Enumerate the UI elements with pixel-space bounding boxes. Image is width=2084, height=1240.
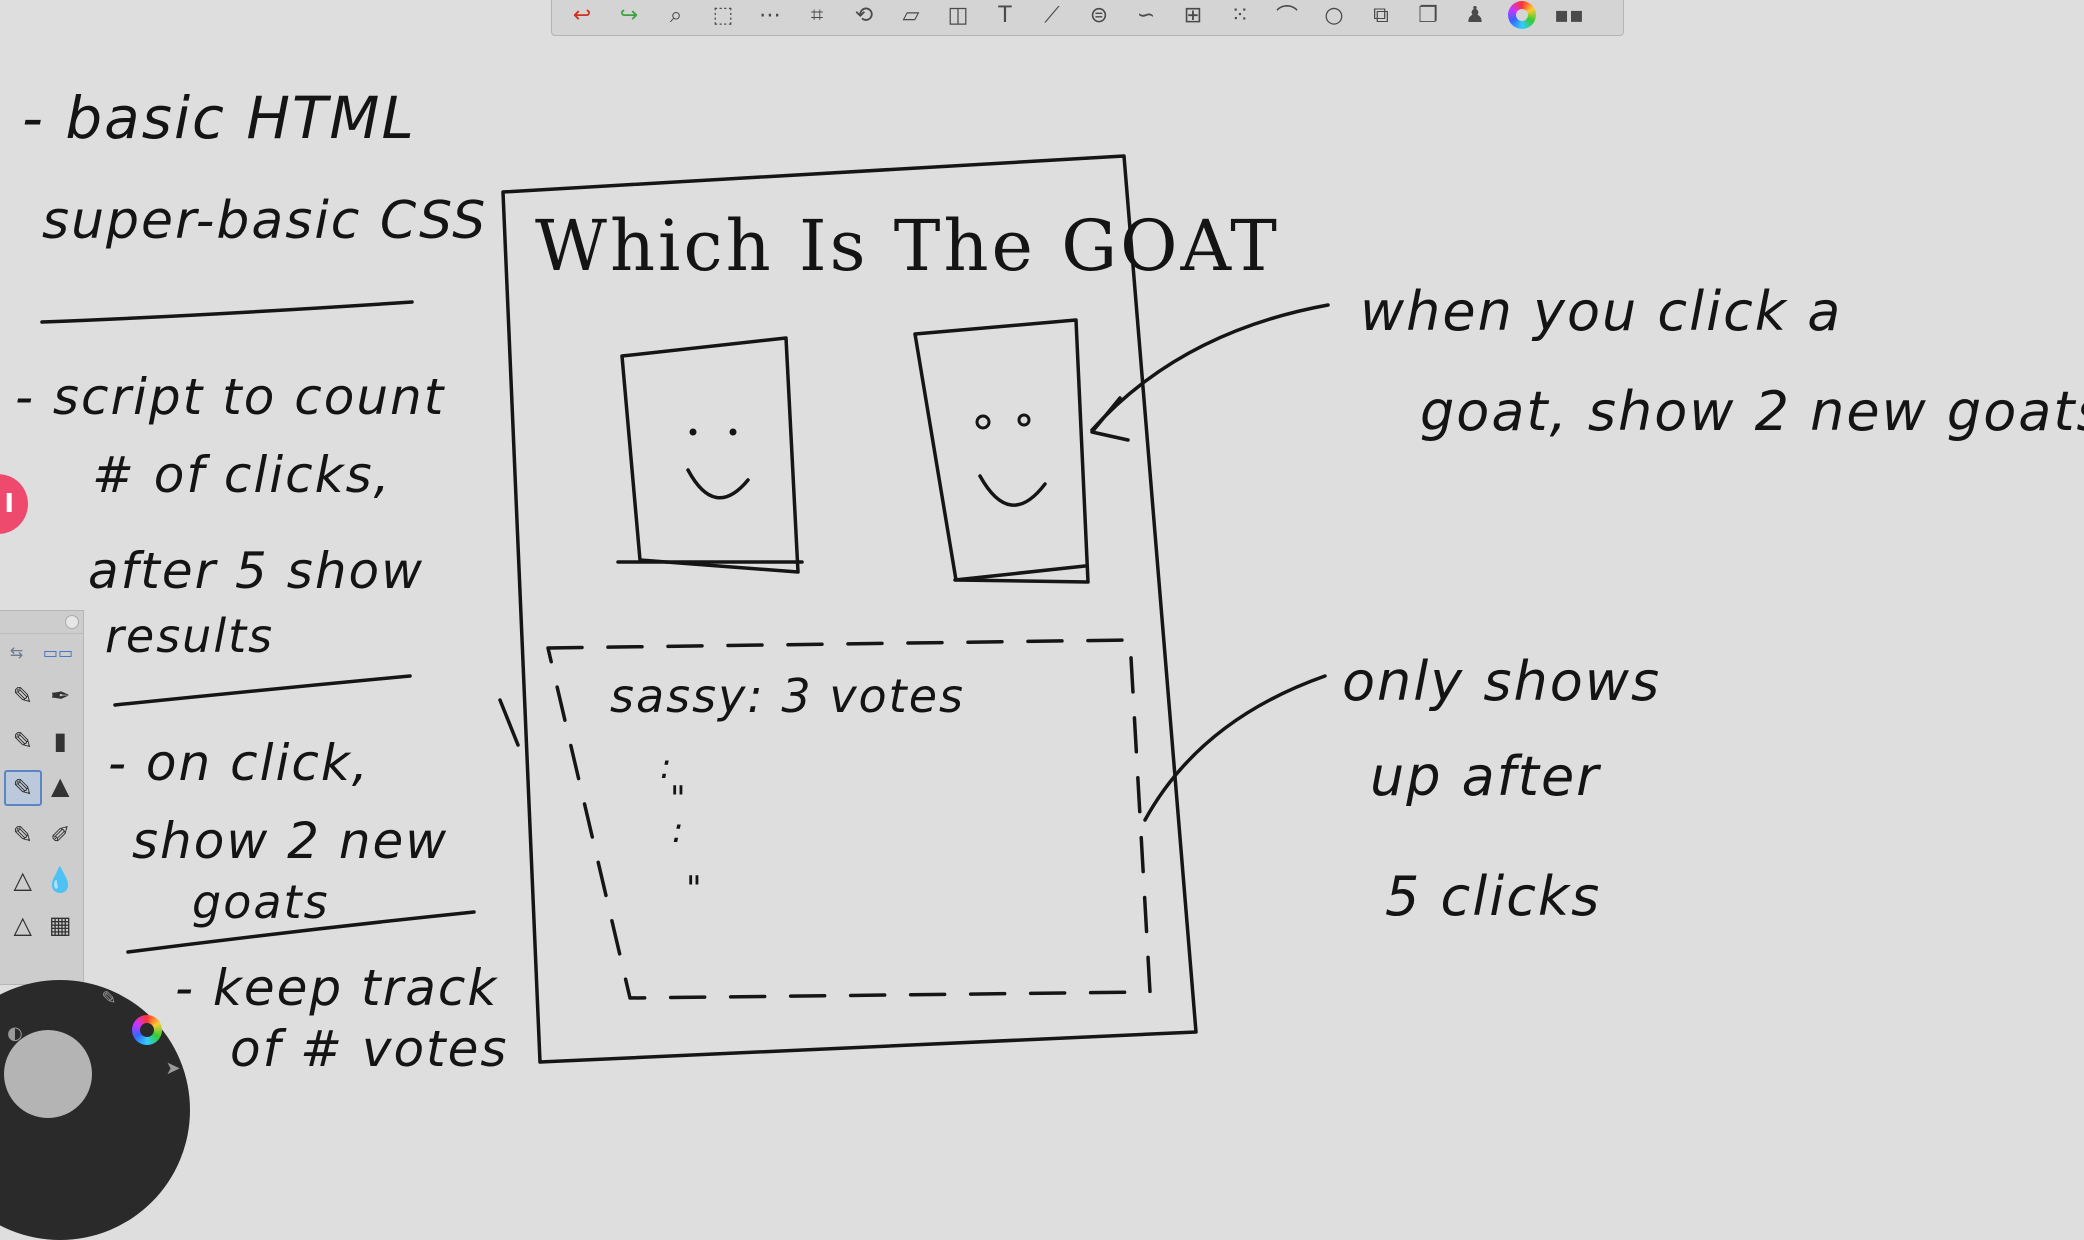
note-line: of # votes bbox=[230, 1020, 508, 1078]
brush-preset-icon[interactable]: ▮ bbox=[53, 727, 67, 755]
french-curve-icon[interactable]: ∽ bbox=[1136, 2, 1156, 28]
note-line: after 5 show bbox=[88, 542, 424, 600]
lasso-icon[interactable]: ⋯ bbox=[759, 2, 781, 28]
shape-icon[interactable]: ○ bbox=[1324, 2, 1344, 28]
result-line: sassy: 3 votes bbox=[610, 669, 965, 723]
drawing-canvas[interactable]: - basic HTML super-basic CSS - script to… bbox=[0, 0, 2084, 1100]
result-line: : bbox=[672, 811, 685, 851]
settings-tab[interactable]: ⇆ bbox=[9, 642, 24, 662]
color-wheel-icon[interactable] bbox=[132, 1015, 162, 1045]
annotation-line-connector bbox=[1143, 674, 1327, 822]
note-divider bbox=[113, 674, 412, 707]
layers-icon[interactable]: ❐ bbox=[1418, 2, 1438, 28]
selection-icon[interactable]: ⬚ bbox=[712, 2, 734, 28]
close-icon[interactable] bbox=[65, 615, 79, 629]
copy-icon[interactable]: ⧉ bbox=[1373, 2, 1389, 28]
brush-grid: ✎ ✒ ✎ ▮ ✎ ▲ ✎ ✐ △ 💧 △ ▦ bbox=[0, 670, 83, 951]
annotation-line: only shows bbox=[1342, 650, 1661, 713]
ellipse-guide-icon[interactable]: ⊜ bbox=[1089, 2, 1109, 28]
result-line: " bbox=[670, 779, 688, 819]
redo-icon[interactable]: ↪ bbox=[619, 2, 639, 28]
note-line: results bbox=[105, 609, 274, 663]
annotation-line: when you click a bbox=[1360, 280, 1842, 343]
pencil-icon[interactable]: ✎ bbox=[101, 987, 117, 1009]
mockup-frame bbox=[501, 154, 1198, 1064]
note-line: - basic HTML bbox=[22, 84, 416, 152]
brush-library-icon[interactable]: ♟ bbox=[1465, 2, 1485, 28]
zoom-icon[interactable]: ⌕ bbox=[669, 2, 683, 28]
cursor-icon[interactable]: ➤ bbox=[165, 1057, 181, 1079]
note-line: - on click, bbox=[108, 734, 370, 792]
note-line: - script to count bbox=[15, 368, 446, 426]
brush-preset-icon[interactable]: ✎ bbox=[12, 821, 33, 849]
symmetry-icon[interactable]: ⁙ bbox=[1230, 2, 1250, 28]
arrow-head-icon bbox=[1090, 396, 1130, 442]
brush-preset-icon[interactable]: △ bbox=[13, 866, 32, 894]
goat-eye bbox=[729, 428, 737, 436]
fill-icon[interactable]: ◫ bbox=[947, 2, 969, 28]
palette-header bbox=[0, 611, 83, 634]
brush-palette: ⇆ ▭▭ ✎ ✒ ✎ ▮ ✎ ▲ ✎ ✐ △ 💧 △ ▦ bbox=[0, 610, 84, 985]
perspective-grid-icon[interactable]: ⊞ bbox=[1183, 2, 1203, 28]
card-base-line bbox=[953, 564, 1087, 582]
brush-size-icon[interactable]: ◐ bbox=[7, 1022, 23, 1044]
note-line: super-basic CSS bbox=[42, 191, 487, 251]
perspective-icon[interactable]: ▱ bbox=[902, 2, 920, 28]
note-line: goats bbox=[192, 875, 330, 929]
results-panel bbox=[546, 638, 1152, 1000]
goat-smile bbox=[978, 474, 1047, 507]
brushes-tab[interactable]: ▭▭ bbox=[42, 642, 74, 662]
brush-preset-icon[interactable]: ✎ bbox=[12, 682, 33, 710]
brush-preset-icon[interactable]: ✐ bbox=[50, 821, 71, 849]
goat-eye bbox=[1017, 413, 1031, 427]
goat-smile bbox=[686, 468, 750, 500]
crop-icon[interactable]: ⌗ bbox=[810, 2, 824, 28]
brush-preset-icon[interactable]: ▦ bbox=[48, 911, 72, 939]
brush-preset-icon[interactable]: ▲ bbox=[51, 772, 70, 800]
goat-card-left bbox=[620, 336, 800, 574]
annotation-line: 5 clicks bbox=[1385, 865, 1601, 928]
stroke-icon[interactable]: ⌒ bbox=[1275, 5, 1298, 30]
brush-preset-icon[interactable]: ✒ bbox=[50, 682, 71, 710]
note-divider bbox=[40, 300, 414, 324]
grid-view-icon[interactable]: ▪▪ bbox=[1554, 2, 1584, 28]
annotation-arrow bbox=[1090, 303, 1330, 432]
brush-preset-icon[interactable]: ✎ bbox=[4, 770, 42, 806]
note-line: show 2 new bbox=[132, 812, 448, 870]
note-line: # of clicks, bbox=[92, 446, 392, 504]
palette-tabs: ⇆ ▭▭ bbox=[0, 634, 83, 670]
mockup-edge-mark bbox=[498, 698, 520, 747]
result-line: " bbox=[686, 869, 704, 909]
mockup-title: Which Is The GOAT bbox=[535, 205, 1280, 287]
annotation-line: goat, show 2 new goats bbox=[1420, 380, 2084, 443]
undo-icon[interactable]: ↩ bbox=[572, 2, 592, 28]
top-toolbar: ↩ ↪ ⌕ ⬚ ⋯ ⌗ ⟲ ▱ ◫ T ⟋ ⊜ ∽ ⊞ ⁙ ⌒ ○ ⧉ ❐ ♟ ▪▪ bbox=[551, 0, 1624, 36]
goat-eye bbox=[975, 414, 991, 430]
brush-preset-icon[interactable]: 💧 bbox=[45, 866, 76, 894]
note-divider bbox=[126, 910, 476, 954]
ruler-icon[interactable]: ⟋ bbox=[1044, 2, 1060, 28]
note-line: - keep track bbox=[175, 959, 498, 1017]
color-wheel-icon[interactable] bbox=[1508, 1, 1536, 29]
text-icon[interactable]: T bbox=[998, 2, 1012, 28]
brush-preset-icon[interactable]: △ bbox=[13, 911, 32, 939]
brush-preset-icon[interactable]: ✎ bbox=[12, 727, 33, 755]
result-line: : bbox=[660, 747, 673, 787]
annotation-line: up after bbox=[1370, 745, 1601, 808]
goat-card-right bbox=[913, 318, 1090, 584]
transform-icon[interactable]: ⟲ bbox=[854, 2, 874, 28]
goat-eye bbox=[689, 428, 697, 436]
